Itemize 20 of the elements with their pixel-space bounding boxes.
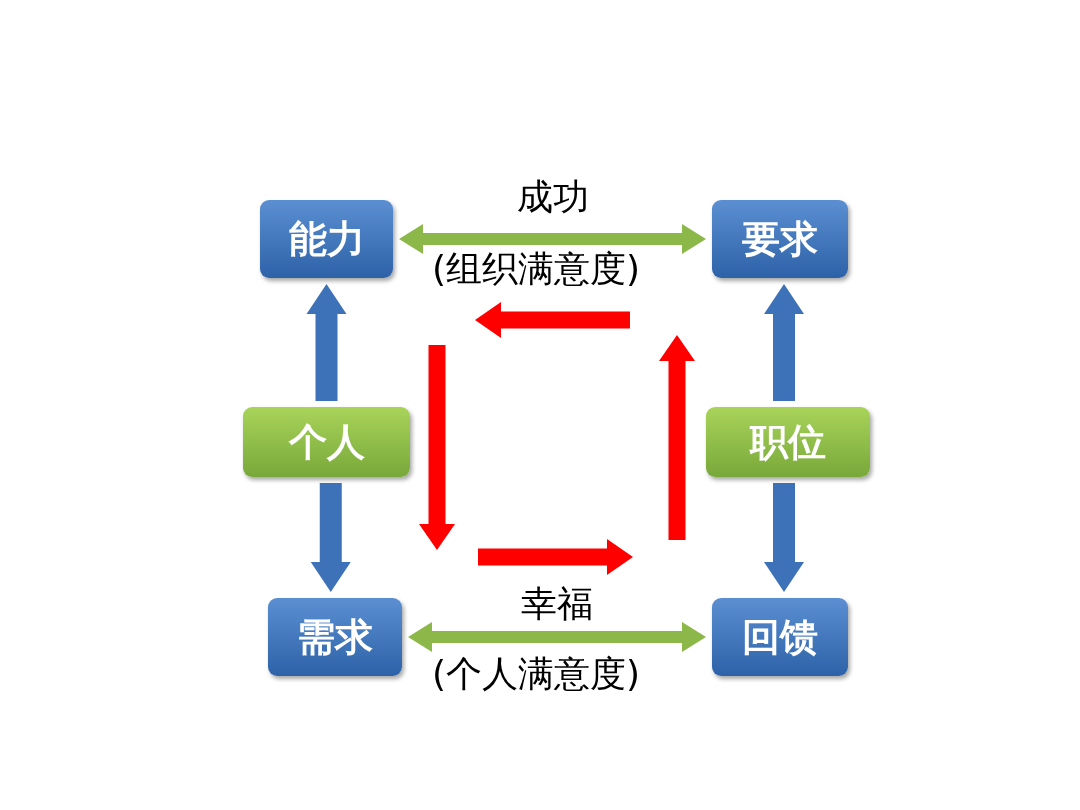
node-text: 职位 xyxy=(750,418,826,466)
node-text: 个人 xyxy=(288,418,365,466)
arrow xyxy=(408,622,706,652)
concept-box xyxy=(712,598,848,676)
note-text: (个人满意度) xyxy=(432,652,641,696)
category-box xyxy=(706,407,870,477)
concept-box xyxy=(268,598,402,676)
category-box xyxy=(243,407,410,477)
concept-box xyxy=(712,200,848,278)
arrow xyxy=(310,483,351,592)
node-text: 能力 xyxy=(288,215,365,263)
arrow xyxy=(399,224,706,254)
note-text: (组织满意度) xyxy=(432,247,641,291)
node-text: 回馈 xyxy=(742,613,818,661)
arrow xyxy=(306,284,347,401)
concept-box xyxy=(260,200,393,278)
node-text: 需求 xyxy=(297,613,373,661)
arrow xyxy=(764,284,804,401)
node-text: 要求 xyxy=(742,215,818,263)
arrow xyxy=(764,483,804,592)
